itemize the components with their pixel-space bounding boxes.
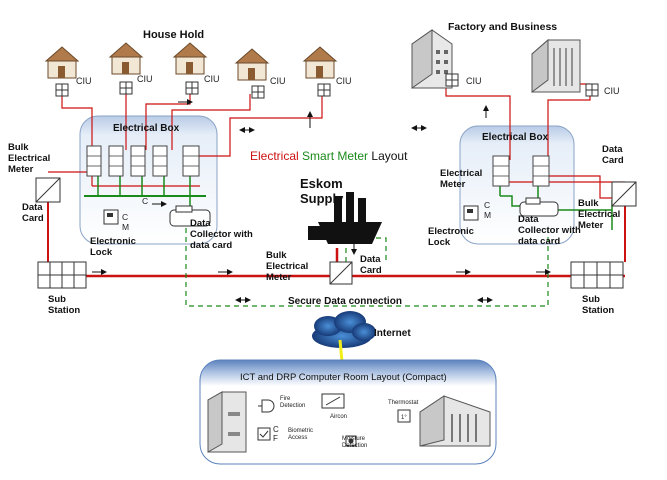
power-station-icon [308, 192, 382, 244]
house-icons [44, 42, 338, 99]
ciu-grid-icon [317, 83, 331, 97]
lock-icon-left [103, 209, 119, 225]
bulk-meter-eskom [329, 261, 353, 285]
ciu-label-3: CIU [204, 74, 220, 84]
data-collector-left-icon [169, 205, 211, 227]
internet-label: Internet [374, 328, 411, 339]
diagram-title: Electrical Smart Meter Layout [250, 149, 408, 163]
substation-right [570, 261, 624, 289]
right-box-title: Electrical Box [482, 132, 549, 143]
flow-arrows [92, 99, 551, 303]
substation-left [37, 261, 87, 289]
internet-cloud-icon [312, 311, 376, 348]
factory-icon [411, 29, 453, 89]
business-building-icon [531, 38, 581, 93]
house-icon [172, 42, 208, 75]
thermostat-value: 1° [401, 415, 407, 421]
room-title: ICT and DRP Computer Room Layout (Compac… [240, 372, 447, 383]
ciu-grid-icon [185, 81, 199, 95]
household-title: House Hold [143, 29, 204, 41]
ciu-grid-icon [251, 85, 265, 99]
secure-data-connection [185, 226, 549, 307]
bulk-meter-left [35, 177, 61, 203]
right-meter-stacks [492, 155, 550, 187]
ciu-grid-icon [55, 83, 69, 97]
ciu-label-factory-2: CIU [604, 86, 620, 96]
biometric-access-icon [257, 427, 271, 441]
bulk-meter-right [611, 181, 637, 207]
server-icon [207, 391, 247, 453]
thermostat-icon [397, 409, 411, 423]
thermostat-label: Thermostat [388, 400, 419, 406]
moisture-detection-icon [345, 435, 357, 447]
aircon-label: Aircon [330, 414, 347, 420]
datacenter-building-icon [419, 395, 491, 447]
ciu-grid-icon [119, 81, 133, 95]
aircon-icon [321, 393, 345, 409]
ciu-grid-factory-2 [585, 83, 599, 97]
ciu-label-4: CIU [270, 76, 286, 86]
secure-connection-label: Secure Data connection [288, 296, 402, 307]
ciu-label-2: CIU [137, 74, 153, 84]
left-box-title: Electrical Box [113, 123, 180, 134]
left-c-mark: C [142, 196, 148, 206]
house-icon [302, 46, 338, 79]
left-meter-stacks [86, 145, 200, 177]
factory-title: Factory and Business [448, 21, 557, 33]
ciu-label-1: CIU [76, 76, 92, 86]
house-icon [108, 42, 144, 75]
data-collector-right-icon [519, 197, 559, 217]
house-icon [44, 46, 80, 79]
fire-detection-icon [258, 399, 275, 413]
ciu-label-5: CIU [336, 76, 352, 86]
lock-icon-right [463, 205, 479, 221]
house-icon [234, 48, 270, 81]
ciu-label-factory-1: CIU [466, 76, 482, 86]
ciu-grid-factory-1 [445, 73, 459, 87]
